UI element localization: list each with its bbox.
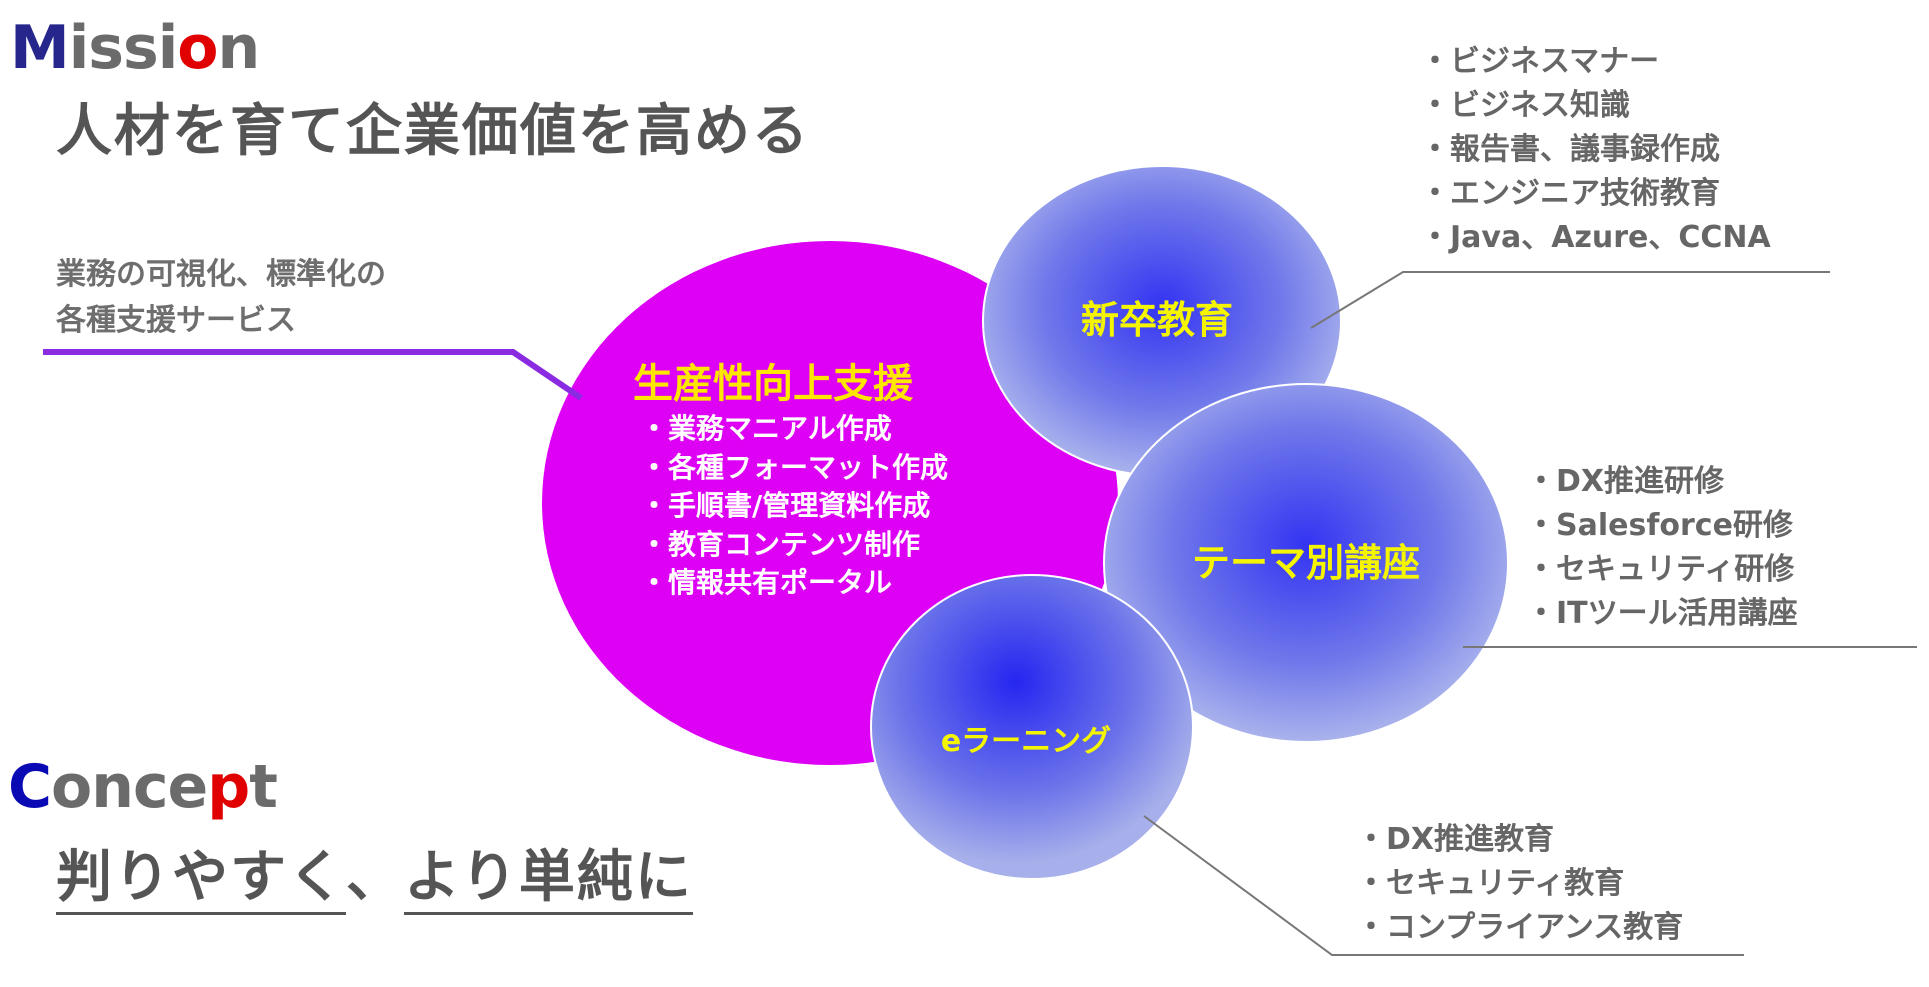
concept-comma: 、 — [346, 845, 404, 910]
list-item: ・報告書、議事録作成 — [1420, 132, 1720, 167]
theme-label: テーマ別講座 — [1191, 541, 1421, 585]
concept-heading-mid: once — [51, 752, 208, 822]
productivity-title: 生産性向上支援 — [633, 361, 913, 407]
new-grad-leader-line — [1310, 271, 1830, 329]
list-item: ・手順書/管理資料作成 — [640, 489, 931, 522]
theme-bubble — [1103, 383, 1509, 743]
list-item: ・DX推進研修 — [1526, 464, 1725, 499]
productivity-list: ・業務マニアル作成 ・各種フォーマット作成 ・手順書/管理資料作成 ・教育コンテ… — [640, 410, 948, 603]
productivity-leader-line — [43, 349, 583, 401]
concept-heading-accent: p — [207, 752, 250, 822]
elearning-list: ・DX推進教育 ・セキュリティ教育 ・コンプライアンス教育 — [1356, 818, 1683, 950]
list-item: ・ITツール活用講座 — [1526, 596, 1798, 631]
mission-heading-mid: issi — [68, 13, 179, 83]
concept-part: より単純に — [404, 845, 693, 915]
list-item: ・ビジネスマナー — [1420, 44, 1660, 79]
new-grad-list: ・ビジネスマナー ・ビジネス知識 ・報告書、議事録作成 ・エンジニア技術教育 ・… — [1420, 40, 1771, 260]
list-item: ・業務マニアル作成 — [640, 412, 892, 445]
concept-statement: 判りやすく、より単純に — [56, 845, 693, 915]
elearning-bubble — [870, 574, 1194, 880]
list-item: ・Java、Azure、CCNA — [1420, 220, 1771, 255]
list-item: ・Salesforce研修 — [1526, 508, 1793, 543]
mission-heading-initial: M — [10, 13, 70, 83]
list-item: ・DX推進教育 — [1356, 822, 1555, 857]
mission-statement: 人材を育て企業価値を高める — [56, 99, 810, 164]
list-item: ・ビジネス知識 — [1420, 88, 1630, 123]
elearning-label: eラーニング — [940, 724, 1112, 759]
new-grad-label: 新卒教育 — [1080, 298, 1234, 342]
list-item: ・教育コンテンツ制作 — [640, 527, 921, 561]
list-item: ・エンジニア技術教育 — [1420, 176, 1720, 211]
theme-list: ・DX推進研修 ・Salesforce研修 ・セキュリティ研修 ・ITツール活用… — [1526, 460, 1798, 636]
mission-heading: Mission — [10, 18, 260, 78]
list-item: ・情報共有ポータル — [640, 566, 893, 599]
caption-line: 各種支援サービス — [56, 303, 296, 338]
concept-part: 判りやすく — [56, 845, 346, 915]
mission-heading-accent: o — [177, 13, 218, 83]
list-item: ・セキュリティ教育 — [1356, 866, 1625, 901]
concept-heading: Concept — [8, 757, 278, 817]
concept-heading-initial: C — [8, 752, 52, 822]
list-item: ・コンプライアンス教育 — [1356, 910, 1684, 945]
elearning-leader-line — [1143, 815, 1744, 956]
list-item: ・各種フォーマット作成 — [640, 450, 949, 484]
concept-heading-end: t — [249, 752, 278, 822]
caption-line: 業務の可視化、標準化の — [56, 257, 386, 292]
productivity-caption: 業務の可視化、標準化の 各種支援サービス — [56, 252, 386, 344]
mission-heading-end: n — [217, 13, 261, 83]
list-item: ・セキュリティ研修 — [1526, 552, 1795, 587]
